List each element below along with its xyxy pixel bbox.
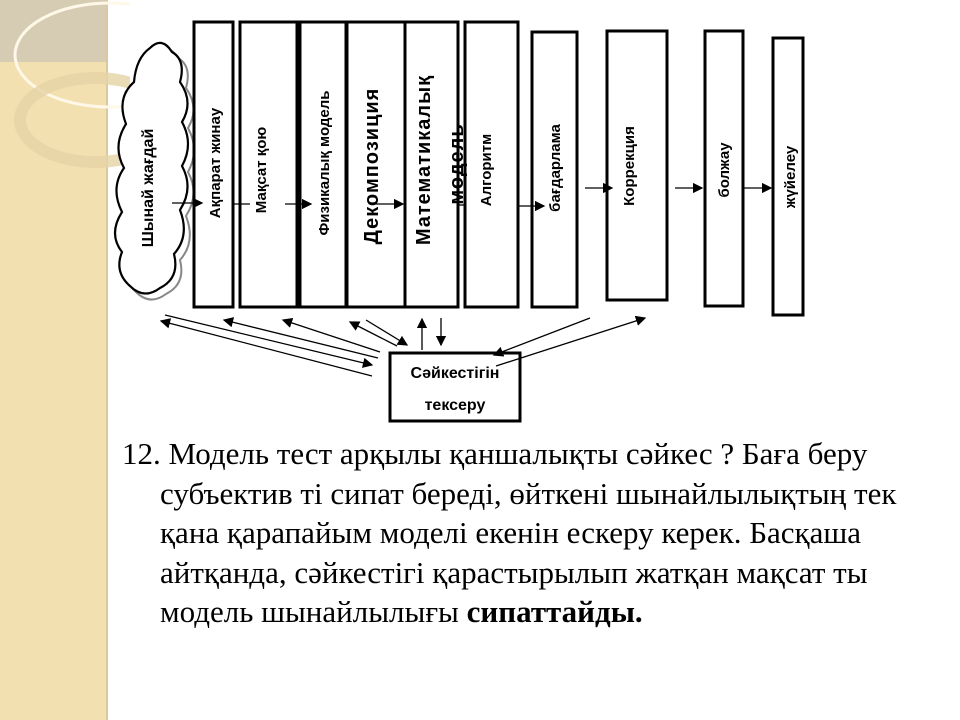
box-math-model — [403, 20, 460, 309]
slide-body-text: 12. Модель тест арқылы қаншалықты сәйкес… — [122, 434, 942, 632]
check-label-line1: Сәйкестігін — [411, 365, 500, 382]
box-info-gathering — [192, 20, 235, 309]
box-systematization — [771, 36, 805, 317]
step-label: Ақпарат жинау — [207, 107, 224, 218]
decorative-strip-top — [0, 0, 106, 62]
box-correction — [605, 29, 669, 302]
paragraph-text: 12. Модель тест арқылы қаншалықты сәйкес… — [122, 436, 897, 630]
step-label: бағдарлама — [547, 124, 564, 212]
box-forecast — [703, 29, 745, 308]
step-label: Мақсат қою — [253, 127, 270, 214]
box-physical-model — [298, 20, 348, 309]
check-label-line2: тексеру — [425, 397, 486, 414]
cloud-label: Шынай жағдай — [140, 129, 157, 248]
step-label: болжау — [716, 142, 733, 198]
modeling-flow-diagram: Шынай жағдай Ақпарат жинау Мақсат қою Фи… — [113, 20, 805, 423]
flow-arrows — [159, 182, 773, 377]
step-label: модель — [446, 123, 468, 204]
step-label: Математикалық — [413, 75, 435, 245]
cloud-real-situation: Шынай жағдай — [113, 41, 195, 301]
step-label: Коррекция — [621, 126, 638, 206]
step-label: Алгоритм — [478, 134, 495, 206]
paragraph-bold-end: сипаттайды. — [466, 594, 643, 630]
step-label: жүйелеу — [782, 145, 799, 209]
step-label: Декомпозиция — [361, 88, 383, 245]
decorative-rings — [13, 1, 130, 168]
box-goal-setting — [238, 20, 299, 309]
box-adequacy-check — [388, 351, 522, 423]
box-algorithm — [463, 20, 520, 309]
box-program — [530, 30, 579, 309]
step-label: Физикалық модель — [316, 90, 333, 235]
